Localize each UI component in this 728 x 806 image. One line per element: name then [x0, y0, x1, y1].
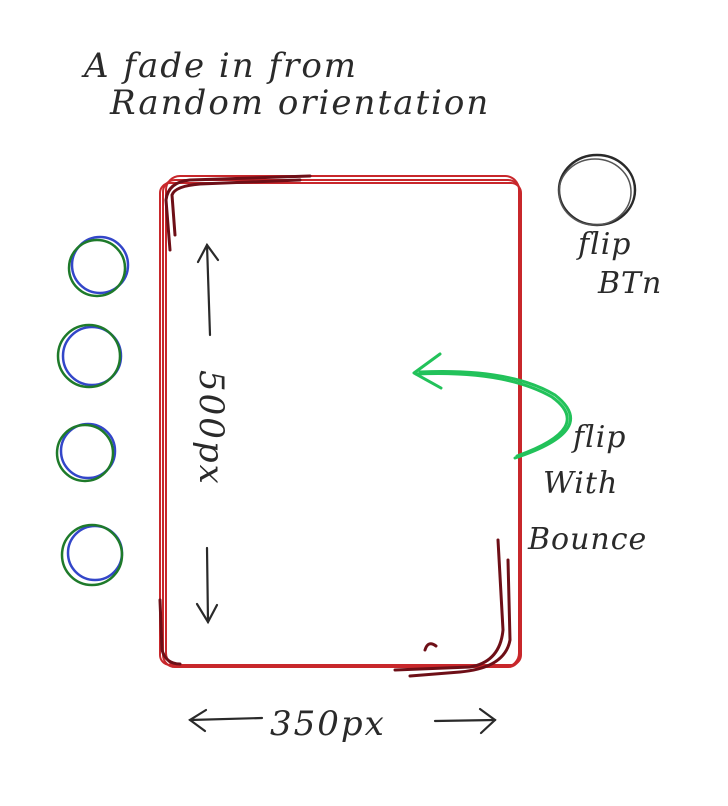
side-dot-1	[67, 235, 130, 298]
width-label: 350px	[270, 704, 386, 744]
title-line-1: A fade in from	[81, 46, 358, 86]
width-arrow-right	[433, 707, 497, 735]
height-label: 500px	[191, 370, 231, 486]
side-dot-3	[55, 422, 117, 483]
flip-button-label-line-1: flip	[576, 227, 632, 262]
card-corner-marks	[158, 174, 512, 678]
flip-note-line-3: Bounce	[527, 522, 647, 557]
flip-arrow-icon	[412, 352, 573, 460]
card-outline	[159, 175, 522, 668]
flip-button-label-line-2: BTn	[597, 266, 662, 301]
height-arrow-down	[195, 546, 219, 625]
flip-note-line-1: flip	[571, 420, 627, 455]
height-arrow-up	[196, 242, 220, 337]
title-line-2: Random orientation	[109, 83, 490, 123]
width-arrow-left	[188, 708, 264, 733]
flip-button[interactable]	[557, 153, 637, 227]
flip-note-line-2: With	[543, 466, 618, 501]
side-dot-4	[60, 523, 124, 587]
side-dot-2	[56, 323, 123, 389]
